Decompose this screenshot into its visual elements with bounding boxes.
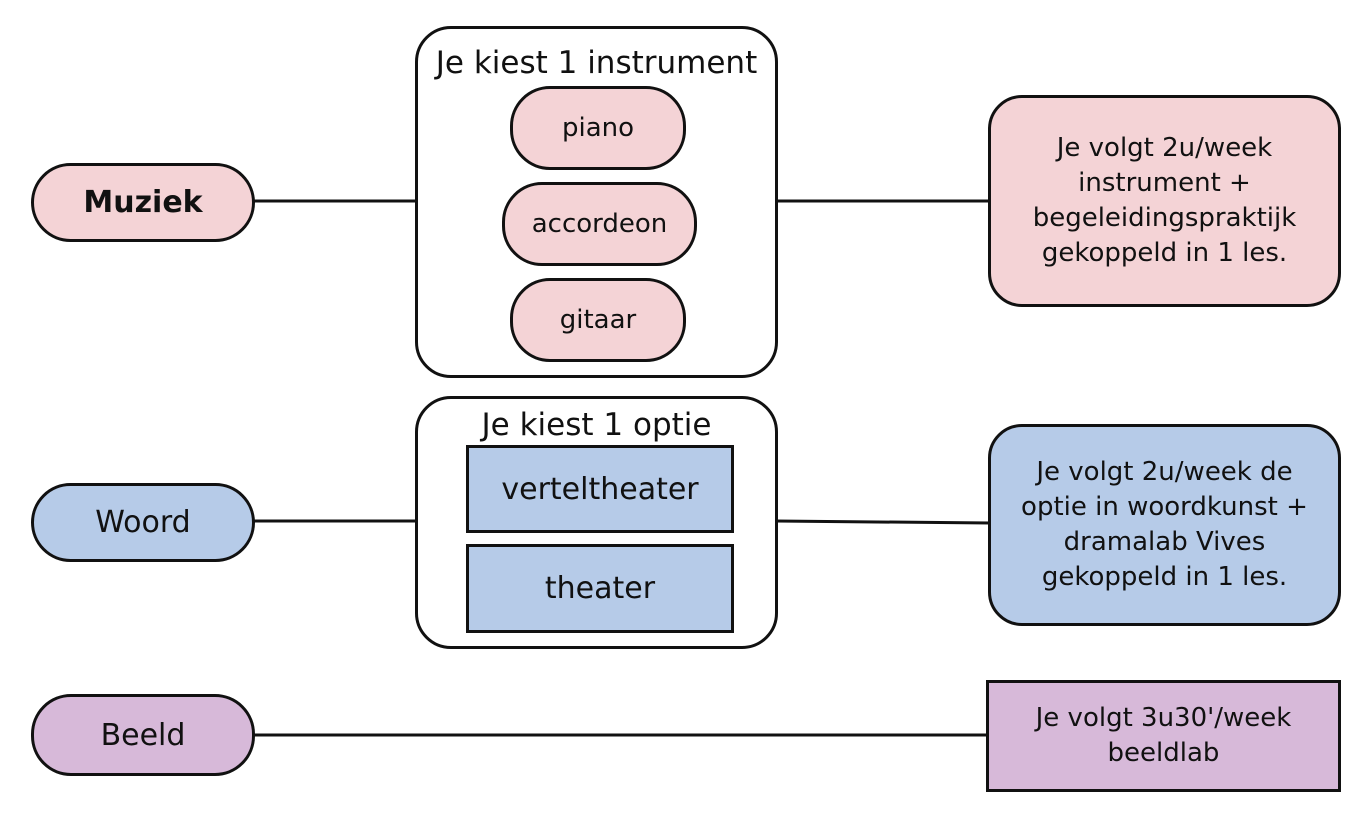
option-accordeon: accordeon (502, 182, 697, 266)
instrument-choice-group: Je kiest 1 instrument piano accordeon gi… (415, 26, 778, 378)
option-gitaar: gitaar (510, 278, 686, 362)
optie-choice-group: Je kiest 1 optie verteltheater theater (415, 396, 778, 649)
muziek-info-text: Je volgt 2u/week instrument + begeleidin… (1032, 132, 1297, 269)
muziek-info: Je volgt 2u/week instrument + begeleidin… (988, 95, 1341, 307)
option-theater: theater (466, 544, 734, 633)
optie-to-woord-info-line (775, 519, 991, 525)
woord-node: Woord (31, 483, 255, 562)
beeld-info: Je volgt 3u30'/week beeldlab (986, 680, 1341, 792)
option-accordeon-label: accordeon (531, 209, 668, 239)
option-piano: piano (510, 86, 686, 170)
instrument-group-title: Je kiest 1 instrument (435, 45, 758, 81)
beeld-info-text: Je volgt 3u30'/week beeldlab (1035, 702, 1292, 768)
beeld-node: Beeld (31, 694, 255, 776)
option-piano-label: piano (561, 113, 635, 143)
optie-group-title: Je kiest 1 optie (481, 407, 712, 443)
woord-label: Woord (95, 505, 191, 540)
beeld-label: Beeld (100, 717, 186, 753)
muziek-node: Muziek (31, 163, 255, 242)
woord-info-text: Je volgt 2u/week de optie in woordkunst … (1021, 456, 1308, 593)
option-theater-label: theater (544, 571, 656, 606)
option-gitaar-label: gitaar (559, 305, 637, 335)
woord-info: Je volgt 2u/week de optie in woordkunst … (988, 424, 1341, 626)
option-verteltheater-label: verteltheater (501, 471, 699, 507)
muziek-label: Muziek (83, 185, 203, 220)
option-verteltheater: verteltheater (466, 445, 734, 533)
